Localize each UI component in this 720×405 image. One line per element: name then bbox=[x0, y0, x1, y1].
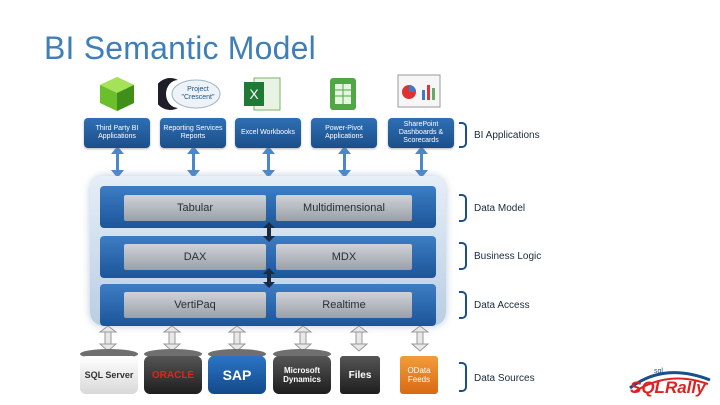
app-connectors bbox=[111, 148, 428, 178]
cell-multidimensional: Multidimensional bbox=[276, 195, 412, 221]
app-label-powerpivot: Power-Pivot Applications bbox=[311, 118, 377, 148]
cube-icon bbox=[100, 77, 134, 111]
brace-business-logic bbox=[459, 242, 467, 270]
layer-label-data-sources: Data Sources bbox=[474, 373, 535, 384]
source-odata: OData Feeds bbox=[400, 356, 438, 394]
layer-label-data-access: Data Access bbox=[474, 300, 530, 311]
app-label-reporting: Reporting Services Reports bbox=[160, 118, 226, 148]
sap-icon bbox=[208, 349, 266, 359]
cell-tabular: Tabular bbox=[124, 195, 266, 221]
layer-label-bi-applications: BI Applications bbox=[474, 130, 540, 141]
app-label-sharepoint: SharePoint Dashboards & Scorecards bbox=[388, 118, 454, 148]
cell-dax: DAX bbox=[124, 244, 266, 270]
brace-bi-apps bbox=[459, 122, 467, 148]
sqlserver-icon bbox=[80, 349, 138, 359]
dynamics-icon bbox=[273, 349, 331, 359]
source-connectors bbox=[98, 326, 430, 352]
brace-data-sources bbox=[459, 362, 467, 392]
source-sap: SAP bbox=[208, 356, 266, 394]
excel-icon: X bbox=[244, 77, 281, 111]
powerpivot-icon bbox=[330, 78, 356, 110]
app-label-excel: Excel Workbooks bbox=[235, 118, 301, 148]
layer-arrows bbox=[263, 222, 275, 288]
crescent-text: Project "Crescent" bbox=[181, 86, 215, 101]
svg-text:X: X bbox=[249, 86, 259, 102]
sqlrally-logo: sql SQLRally bbox=[624, 366, 716, 402]
layer-label-data-model: Data Model bbox=[474, 203, 526, 214]
oracle-icon bbox=[144, 349, 202, 359]
source-files: Files bbox=[340, 356, 380, 394]
crescent-icon: Project "Crescent" bbox=[154, 76, 224, 112]
dashboard-icon bbox=[397, 74, 441, 108]
cell-vertipaq: VertiPaq bbox=[124, 292, 266, 318]
source-oracle: ORACLE bbox=[144, 356, 202, 394]
source-dynamics: Microsoft Dynamics bbox=[273, 356, 331, 394]
app-label-third-party: Third Party BI Applications bbox=[84, 118, 150, 148]
layer-label-business-logic: Business Logic bbox=[474, 251, 542, 262]
brace-data-model bbox=[459, 194, 467, 222]
brace-data-access bbox=[459, 291, 467, 319]
slide-title: BI Semantic Model bbox=[44, 30, 316, 66]
cell-realtime: Realtime bbox=[276, 292, 412, 318]
cell-mdx: MDX bbox=[276, 244, 412, 270]
source-sqlserver: SQL Server bbox=[80, 356, 138, 394]
